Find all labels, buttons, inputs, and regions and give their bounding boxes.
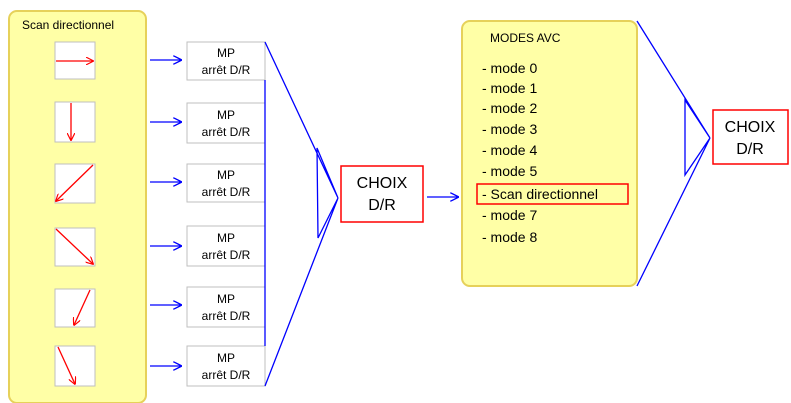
modes-avc-panel (461, 20, 638, 287)
choix-label: CHOIX (357, 175, 408, 192)
choix-right-box: CHOIX D/R (712, 109, 789, 165)
mp-label: MP (217, 351, 235, 365)
scan-panel-title: Scan directionnel (22, 18, 114, 32)
thumb-steep-down-left (54, 288, 96, 328)
mp-sublabel: arrêt D/R (202, 63, 251, 77)
mp-box: MP arrêt D/R (186, 286, 266, 328)
scan-thumbnails (54, 41, 96, 387)
mp-box: MP arrêt D/R (186, 225, 266, 267)
mp-box: MP arrêt D/R (186, 163, 266, 203)
mode-item: - mode 7 (482, 207, 537, 223)
highlighted-mode-frame (476, 183, 629, 205)
mp-label: MP (217, 168, 235, 182)
mode-item: - mode 0 (482, 60, 537, 76)
thumb-diagonal-down-left (54, 163, 96, 204)
mp-box: MP arrêt D/R (186, 345, 266, 387)
scan-directionnel-panel (8, 10, 147, 403)
choix-label: CHOIX (725, 119, 776, 136)
steep-down-left-arrow-icon (74, 289, 91, 325)
choix-sublabel: D/R (368, 197, 396, 214)
mode-item: - mode 4 (482, 142, 537, 158)
thumb-horizontal-right (54, 41, 96, 80)
mp-sublabel: arrêt D/R (202, 309, 251, 323)
steep-down-right-arrow-icon (57, 346, 75, 384)
thumb-steep-down-right (54, 345, 96, 387)
mp-sublabel: arrêt D/R (202, 185, 251, 199)
mp-box: MP arrêt D/R (186, 102, 266, 144)
scan-to-mp-arrows (150, 60, 181, 366)
mode-item: - mode 5 (482, 163, 537, 179)
mp-box: MP arrêt D/R (186, 41, 266, 81)
mode-item-highlighted: - Scan directionnel (482, 186, 598, 202)
mode-item: - mode 2 (482, 100, 537, 116)
mp-to-choix-funnel (264, 41, 339, 387)
choix-sublabel: D/R (736, 141, 764, 158)
mp-label: MP (217, 231, 235, 245)
thumb-vertical-down (54, 101, 96, 143)
thumbnail-frame (54, 101, 96, 143)
mp-label: MP (217, 108, 235, 122)
mode-item: - mode 3 (482, 121, 537, 137)
choix-middle-box: CHOIX D/R (340, 165, 424, 223)
diagonal-down-left-arrow-icon (56, 164, 94, 201)
mp-boxes: MP arrêt D/R MP arrêt D/R MP arrêt D/R M… (186, 41, 266, 387)
mp-sublabel: arrêt D/R (202, 125, 251, 139)
modes-list: - mode 0 - mode 1 - mode 2 - mode 3 - mo… (476, 60, 629, 245)
mode-item: - mode 8 (482, 229, 537, 245)
diagonal-down-right-arrow-icon (55, 228, 93, 264)
mp-label: MP (217, 292, 235, 306)
mode-item: - mode 1 (482, 80, 537, 96)
thumb-diagonal-down-right (54, 227, 96, 267)
modes-panel-title: MODES AVC (490, 31, 561, 45)
modes-to-choix-funnel (636, 20, 711, 287)
mp-sublabel: arrêt D/R (202, 248, 251, 262)
thumbnail-frame (54, 163, 96, 204)
mp-label: MP (217, 46, 235, 60)
mp-sublabel: arrêt D/R (202, 368, 251, 382)
